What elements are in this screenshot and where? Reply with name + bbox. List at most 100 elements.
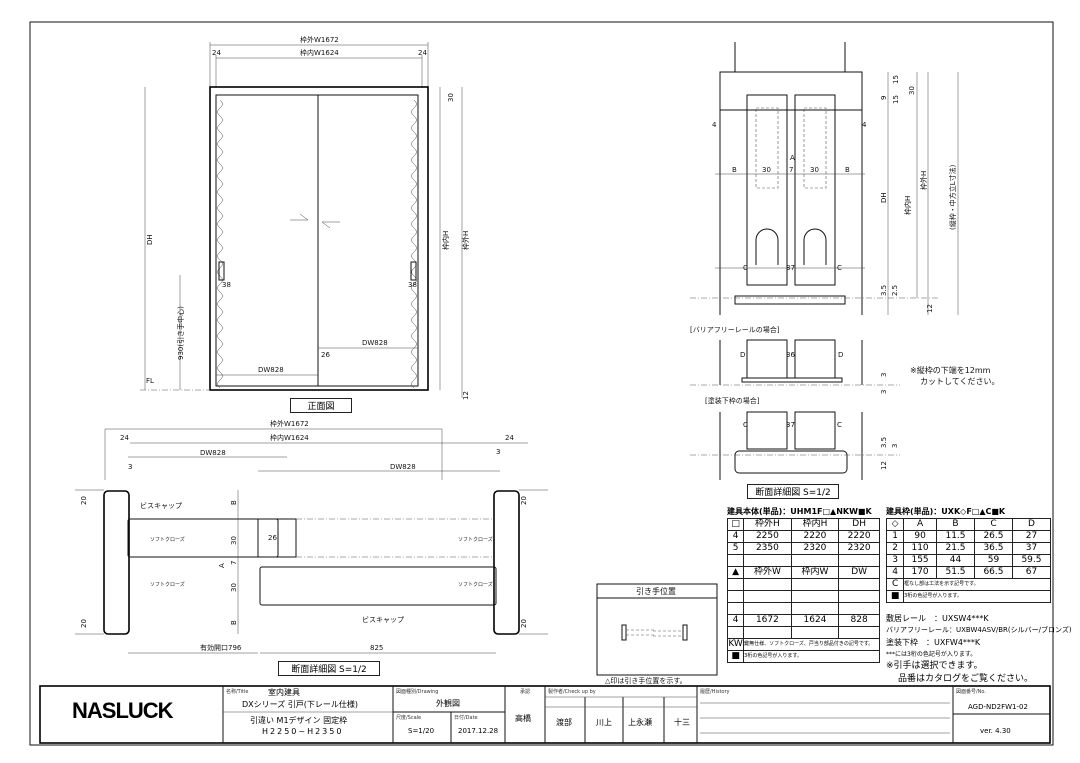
plan-section: 枠外W1672 枠内W1624 24 24 DW828 DW828 3 3 20… — [75, 419, 548, 654]
left-jamb — [103, 490, 130, 635]
right-door-panel — [317, 94, 419, 387]
note-text: 框なし部は工法を示す記号です。 — [903, 578, 1051, 591]
frame-hatch — [411, 99, 417, 389]
hatch-wave — [411, 195, 417, 213]
barrier-rail-spec: バリアフリーレール：UXBW4ASV/BR(シルバー/ブロンズ) — [886, 626, 1072, 634]
hatch-wave — [411, 291, 417, 309]
table-cell: 37 — [1011, 542, 1052, 555]
table-cell: 2320 — [838, 542, 880, 555]
dim-b: B — [230, 620, 238, 625]
dim-24: 24 — [212, 49, 221, 57]
dim-36: 36 — [786, 351, 795, 359]
vertical-section-caption: 断面詳細図 S=1/2 — [747, 484, 839, 499]
checker: 上永瀬 — [628, 718, 652, 727]
right-jamb — [493, 490, 520, 635]
drawing-label: 図面種別/Drawing — [396, 689, 439, 695]
table-cell — [838, 590, 880, 603]
number-label: 図面番号/No. — [956, 689, 986, 695]
hatch-wave — [411, 307, 417, 325]
left-handle — [218, 261, 225, 281]
table-cell: ■ — [885, 590, 905, 603]
door-left-edge — [746, 94, 788, 286]
painted-sill-spec: 塗装下枠 ：UXFW4***K — [886, 638, 981, 647]
title-line-4: H2250~H2350 — [262, 727, 344, 736]
dim-12: 12 — [926, 304, 934, 313]
dim-26: 26 — [268, 534, 277, 542]
right-door-section — [259, 566, 497, 606]
dim-b: B — [230, 500, 238, 505]
catalog-note: 品番はカタログをご覧ください。 — [898, 674, 1034, 684]
dim-30: 30 — [230, 536, 238, 545]
table-cell — [838, 578, 880, 591]
table-cell: 4 — [726, 530, 745, 543]
table-cell: 5 — [726, 542, 745, 555]
handle-note: ※引手は選択できます。 — [886, 661, 983, 671]
table-row — [726, 578, 880, 591]
handle-position-title: 引き手位置 — [636, 586, 676, 596]
table-cell: 44 — [936, 554, 975, 567]
table-row — [726, 554, 880, 567]
inner-height-label: 枠内H — [903, 196, 912, 215]
hatch-wave — [217, 227, 223, 245]
dim-12: 12 — [462, 391, 470, 400]
screw-cap-label: ビスキャップ — [362, 615, 404, 624]
table-cell: 27 — [1011, 530, 1052, 543]
scale-label: 尺度/Scale — [396, 715, 422, 721]
table-cell — [838, 602, 880, 615]
dim-3: 3 — [880, 373, 888, 377]
table-cell: 枠外H — [743, 518, 792, 531]
table-cell — [726, 590, 745, 603]
hatch-wave — [411, 99, 417, 117]
inner-width-label: 枠内W1624 — [300, 48, 339, 57]
table-cell: 2250 — [743, 530, 792, 543]
dim-26: 26 — [321, 351, 330, 359]
table-cell: 2220 — [838, 530, 880, 543]
table-cell: 2320 — [790, 542, 840, 555]
table-cell: 枠内H — [790, 518, 840, 531]
dim-30: 30 — [810, 166, 819, 174]
table-cell: 828 — [838, 614, 880, 627]
dim-d: D — [740, 351, 745, 359]
dim-3: 3 — [496, 448, 500, 456]
dim-7: 7 — [789, 166, 793, 174]
dim-38: 38 — [408, 281, 417, 289]
table-cell: 4 — [726, 614, 745, 627]
approved-by: 高橋 — [515, 714, 531, 723]
left-door-panel — [215, 94, 319, 387]
screw-cap-label: ビスキャップ — [140, 501, 182, 510]
hatch-wave — [411, 227, 417, 245]
hatch-wave — [411, 371, 417, 389]
table-row — [726, 626, 880, 639]
handle-position-note: △印は引き手位置を示す。 — [605, 676, 687, 685]
dim-20: 20 — [520, 496, 528, 505]
dw-left-label: DW828 — [258, 366, 284, 374]
plan-section-caption: 断面詳細図 S=1/2 — [278, 661, 380, 676]
outer-width-label: 枠外W1672 — [270, 419, 309, 428]
dim-3: 3 — [880, 390, 888, 394]
hatch-wave — [217, 243, 223, 261]
dim-3-5: 3.5 — [880, 437, 888, 448]
dim-24: 24 — [505, 434, 514, 442]
table-cell — [743, 602, 792, 615]
table-cell: DW — [838, 566, 880, 579]
table-cell — [790, 626, 840, 639]
fl-marker: FL — [146, 377, 154, 385]
title-label: 名称/Title — [226, 689, 249, 695]
dim-15: 15 — [892, 95, 900, 104]
vertical-section: A B 30 7 30 B C 37 C 4 4 9 15 15 30 DH 枠… — [690, 42, 1000, 480]
table-cell — [790, 590, 840, 603]
hatch-wave — [217, 355, 223, 373]
color-note: ***には3桁の色記号が入ります。 — [886, 651, 977, 658]
sheet-border — [29, 21, 1054, 746]
title-line-1: 室内建具 — [268, 688, 300, 697]
hatch-wave — [217, 307, 223, 325]
frame-table-title: 建具枠(単品)：UXK◇F□▲C■K — [886, 507, 1006, 516]
title-line-2: DXシリーズ 引戸(下レール仕様) — [242, 700, 359, 709]
drawing-type: 外観図 — [436, 699, 460, 708]
frame-outline — [209, 86, 429, 391]
hatch-wave — [411, 179, 417, 197]
table-cell: 枠内W — [790, 566, 840, 579]
